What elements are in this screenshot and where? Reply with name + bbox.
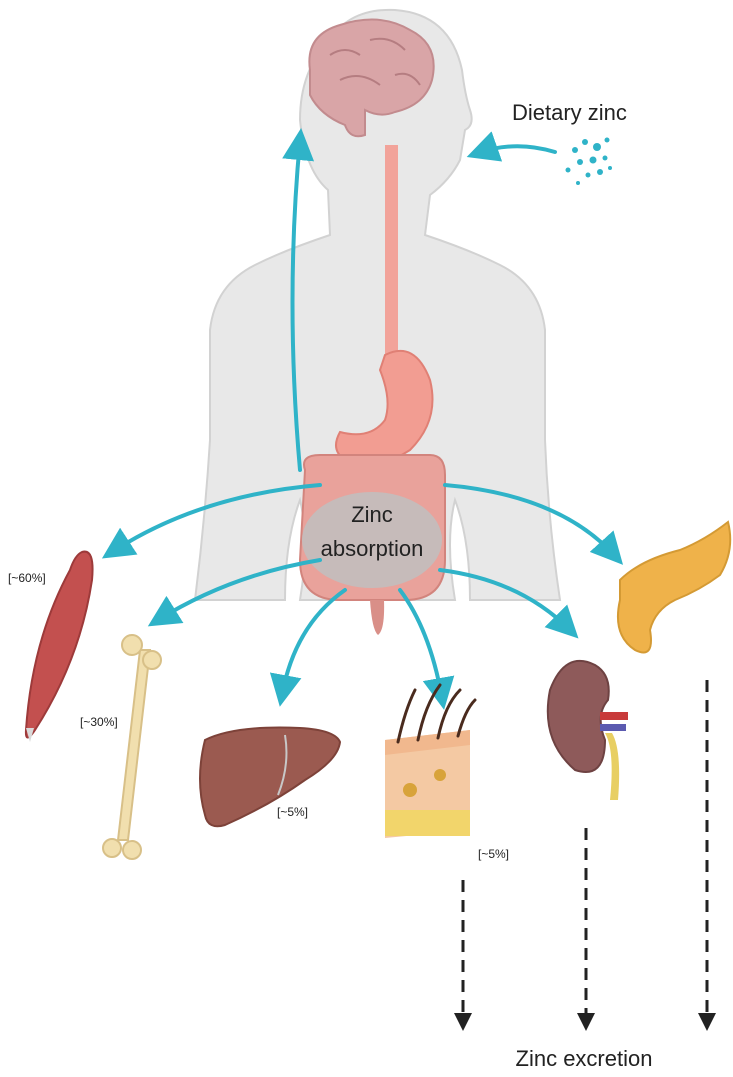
kidney-icon xyxy=(548,661,628,800)
skin-percent-label: [~5%] xyxy=(478,847,509,861)
bone-percent-label: [~30%] xyxy=(80,715,118,729)
zinc-particles-icon xyxy=(566,138,613,186)
liver-percent-label: [~5%] xyxy=(277,805,308,819)
skin-icon xyxy=(385,685,475,838)
arrow-to-skin xyxy=(400,590,442,698)
arrow-to-liver xyxy=(282,590,345,695)
zinc-absorption-label-line2: absorption xyxy=(321,536,424,561)
bone-icon xyxy=(103,635,161,859)
zinc-excretion-label: Zinc excretion xyxy=(516,1046,653,1071)
zinc-absorption-label-line1: Zinc xyxy=(351,502,393,527)
dietary-zinc-label: Dietary zinc xyxy=(512,100,627,125)
esophagus-icon xyxy=(385,145,398,360)
arrow-intake xyxy=(478,146,555,153)
pancreas-icon xyxy=(618,522,730,653)
muscle-percent-label: [~60%] xyxy=(8,571,46,585)
liver-icon xyxy=(200,728,340,827)
